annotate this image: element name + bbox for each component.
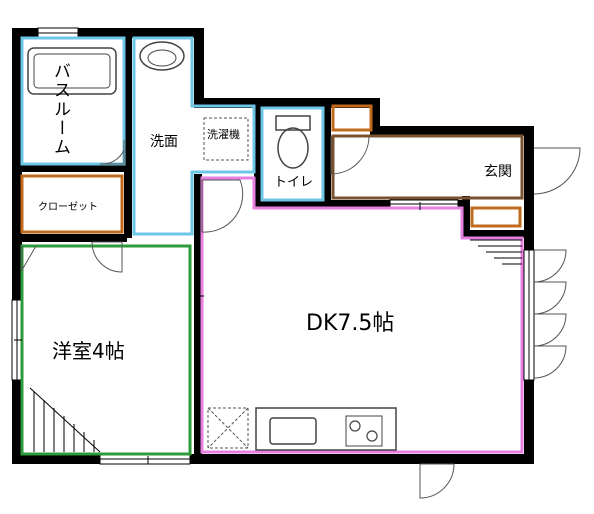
toilet-label: トイレ [274, 175, 313, 190]
washing-machine-space [203, 117, 249, 161]
kitchen-sink [269, 417, 317, 445]
bathtub [27, 47, 117, 95]
shoe-cabinet [470, 206, 522, 228]
washroom-outline [132, 36, 256, 236]
toilet-outline [260, 106, 325, 202]
doors [21, 135, 581, 499]
entrance-label: 玄関 [484, 163, 512, 180]
bathroom-outline [20, 36, 126, 166]
entrance-outline [331, 134, 524, 200]
kitchen-counter [255, 407, 397, 451]
bathroom-label: バスルーム [50, 62, 70, 157]
toilet-bowl [277, 127, 309, 169]
dk-label: DK7.5帖 [306, 311, 394, 336]
washroom-label: 洗面 [150, 134, 178, 150]
toilet-tank [275, 115, 311, 131]
stove [345, 415, 383, 447]
washing-machine-label: 洗濯機 [207, 127, 240, 141]
dk-outline [200, 176, 524, 454]
western-room-outline [20, 244, 192, 456]
sink [139, 41, 185, 71]
storage-top [331, 104, 373, 132]
closet-label: クローゼット [38, 201, 98, 213]
fridge-space [207, 407, 249, 449]
hatch-lines [29, 239, 522, 453]
western-room-label: 洋室4帖 [52, 339, 125, 363]
tick-marks [14, 202, 421, 464]
closet-outline [20, 174, 124, 234]
